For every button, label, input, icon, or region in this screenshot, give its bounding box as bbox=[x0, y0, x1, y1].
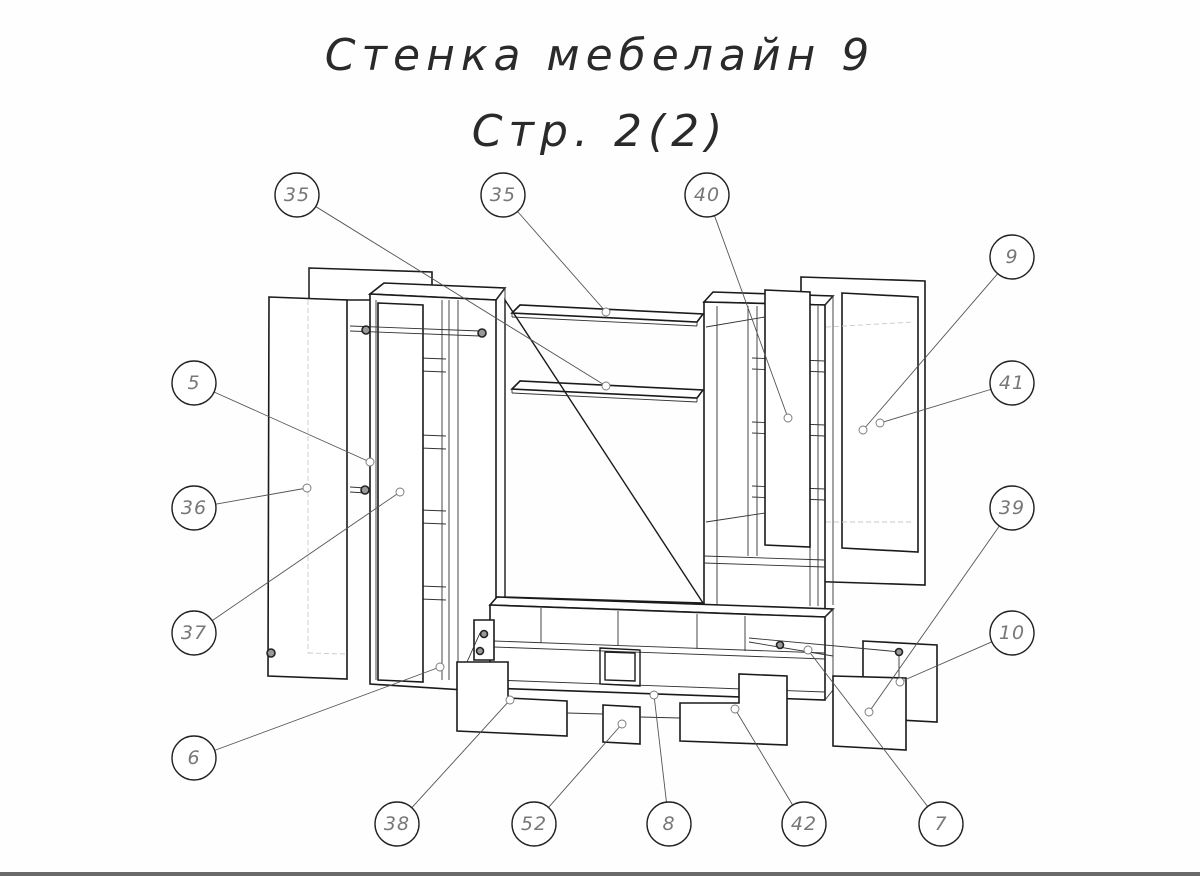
callout-bubble bbox=[989, 234, 1035, 280]
callout-layer: 35 35 40 9 41 5 36 37 39 10 6 38 52 8 42 7 bbox=[171, 172, 1035, 847]
callout-bubble bbox=[989, 360, 1035, 406]
page-number: Стр. 2(2) bbox=[471, 106, 729, 157]
callout-number: 6 bbox=[187, 747, 200, 769]
hinge-icon bbox=[477, 328, 487, 338]
callout-number: 7 bbox=[934, 813, 947, 835]
leader-line bbox=[862, 273, 998, 431]
callout-bubble bbox=[646, 801, 692, 847]
callout-52: 52 bbox=[511, 719, 627, 847]
callout-10: 10 bbox=[895, 610, 1035, 687]
callout-bubble bbox=[918, 801, 964, 847]
callout-number: 35 bbox=[490, 184, 516, 206]
target-point-icon bbox=[505, 695, 515, 705]
hinge-icon bbox=[775, 640, 785, 650]
target-point-icon bbox=[864, 707, 874, 717]
target-point-icon bbox=[875, 418, 885, 428]
callout-bubble bbox=[684, 172, 730, 218]
callout-8: 8 bbox=[646, 690, 692, 847]
callout-40: 40 bbox=[684, 172, 793, 423]
callout-36: 36 bbox=[171, 483, 312, 531]
left-cabinet-group bbox=[266, 267, 507, 693]
callout-bubble bbox=[374, 801, 420, 847]
callout-number: 9 bbox=[1005, 246, 1018, 268]
target-point-icon bbox=[365, 457, 375, 467]
target-point-icon bbox=[617, 719, 627, 729]
callout-number: 38 bbox=[384, 813, 410, 835]
target-point-icon bbox=[858, 425, 868, 435]
target-point-icon bbox=[395, 487, 405, 497]
callout-bubble bbox=[989, 610, 1035, 656]
callout-5: 5 bbox=[171, 360, 375, 467]
callout-number: 42 bbox=[791, 813, 817, 835]
target-point-icon bbox=[649, 690, 659, 700]
leader-line bbox=[411, 699, 511, 809]
leader-line bbox=[714, 215, 789, 419]
leader-line bbox=[548, 723, 623, 808]
target-point-icon bbox=[435, 662, 445, 672]
leader-line bbox=[879, 388, 992, 424]
leader-line bbox=[899, 641, 993, 683]
callout-number: 10 bbox=[999, 622, 1025, 644]
hinge-icon bbox=[266, 648, 276, 658]
leader-line bbox=[213, 391, 371, 463]
callout-bubble bbox=[171, 360, 217, 406]
leader-line bbox=[734, 708, 794, 806]
callout-6: 6 bbox=[171, 662, 445, 781]
callout-38: 38 bbox=[374, 695, 515, 847]
target-point-icon bbox=[895, 677, 905, 687]
callout-bubble bbox=[171, 610, 217, 656]
callout-41: 41 bbox=[875, 360, 1035, 428]
callout-number: 39 bbox=[999, 497, 1025, 519]
callout-number: 52 bbox=[521, 813, 547, 835]
right-cabinet-group bbox=[702, 276, 926, 612]
target-point-icon bbox=[730, 704, 740, 714]
hinge-icon bbox=[479, 629, 489, 639]
callout-bubble bbox=[989, 485, 1035, 531]
callout-bubble bbox=[171, 735, 217, 781]
leader-line bbox=[215, 487, 308, 505]
callout-42: 42 bbox=[730, 704, 827, 847]
leader-line bbox=[315, 206, 607, 387]
target-point-icon bbox=[803, 645, 813, 655]
callout-number: 8 bbox=[662, 813, 675, 835]
callout-35: 35 bbox=[480, 172, 611, 317]
callout-number: 37 bbox=[181, 622, 207, 644]
leader-line bbox=[214, 666, 441, 751]
target-point-icon bbox=[601, 381, 611, 391]
callout-9: 9 bbox=[858, 234, 1035, 435]
center-niche bbox=[599, 647, 641, 687]
callout-39: 39 bbox=[864, 485, 1035, 717]
center-back-panel bbox=[504, 297, 705, 604]
callout-bubble bbox=[781, 801, 827, 847]
hinge-icon bbox=[361, 325, 371, 335]
sheet-border-bottom bbox=[0, 872, 1200, 876]
callout-number: 35 bbox=[284, 184, 310, 206]
callout-number: 5 bbox=[187, 372, 200, 394]
callout-bubble bbox=[511, 801, 557, 847]
drawing-title: Стенка мебелайн 9 bbox=[324, 30, 876, 81]
callout-bubble bbox=[480, 172, 526, 218]
callout-number: 41 bbox=[999, 372, 1025, 394]
callout-7: 7 bbox=[803, 645, 964, 847]
leader-line bbox=[653, 694, 667, 803]
callout-37: 37 bbox=[171, 487, 405, 656]
leader-line bbox=[868, 525, 1000, 713]
target-point-icon bbox=[783, 413, 793, 423]
target-point-icon bbox=[302, 483, 312, 493]
target-point-icon bbox=[601, 307, 611, 317]
callout-35: 35 bbox=[274, 172, 611, 391]
callout-number: 36 bbox=[181, 497, 207, 519]
leader-line bbox=[807, 649, 928, 807]
callout-bubble bbox=[274, 172, 320, 218]
hinge-icon bbox=[360, 485, 370, 495]
hinge-icon bbox=[894, 647, 904, 657]
leader-line bbox=[211, 491, 401, 621]
callout-number: 40 bbox=[694, 184, 720, 206]
hinge-icon bbox=[475, 646, 485, 656]
leader-line bbox=[517, 211, 607, 313]
callout-bubble bbox=[171, 485, 217, 531]
